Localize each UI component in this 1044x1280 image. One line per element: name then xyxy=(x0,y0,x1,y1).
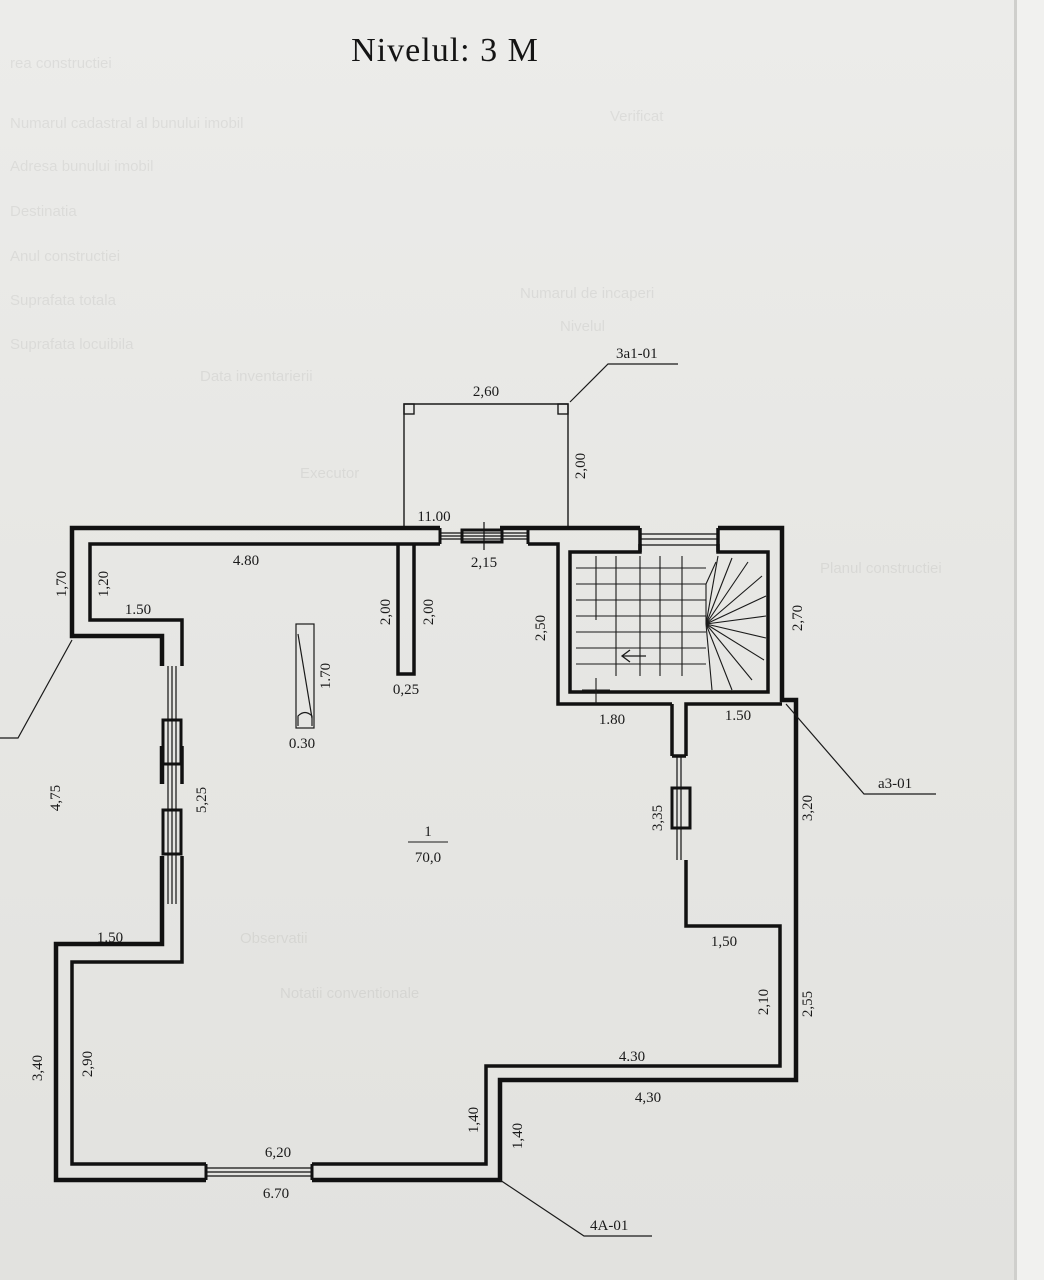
ghost-text: Suprafata totala xyxy=(10,292,116,309)
interior-partition xyxy=(396,544,416,676)
dim-notch-outer-width: 4,30 xyxy=(635,1090,661,1106)
leader-top-label: 3a1-01 xyxy=(616,346,658,362)
dim-left-outer-mid: 4,75 xyxy=(48,785,64,811)
balcony-door xyxy=(438,522,530,550)
dim-left-top-outer: 1,70 xyxy=(54,571,70,597)
dim-right-step-upper: 1.50 xyxy=(725,708,751,724)
dim-balcony-depth: 2,00 xyxy=(573,453,589,479)
dim-door-top: 2,15 xyxy=(471,555,497,571)
right-window xyxy=(670,756,692,860)
ghost-text: Verificat xyxy=(610,108,664,125)
ghost-text: Observatii xyxy=(240,930,308,947)
dim-balcony-width: 2,60 xyxy=(473,384,499,400)
dim-stair-bottom: 1.80 xyxy=(599,712,625,728)
dim-right-step-lower: 1,50 xyxy=(711,934,737,950)
dim-fixture-len: 1.70 xyxy=(318,663,334,689)
ghost-text: Executor xyxy=(300,465,360,482)
staircase xyxy=(576,555,767,704)
dim-fixture-width: 0.30 xyxy=(289,736,315,752)
dim-partition-thick: 0,25 xyxy=(393,682,419,698)
ghost-text: Numarul de incaperi xyxy=(520,285,655,302)
dim-right-outer-lower: 2,55 xyxy=(800,991,816,1017)
dim-left-top-inner: 1,20 xyxy=(96,571,112,597)
dim-stair-left: 2,50 xyxy=(533,615,549,641)
ghost-text: Anul constructiei xyxy=(10,248,121,265)
dim-wall-top-total: 11.00 xyxy=(417,509,450,525)
fixture xyxy=(295,623,315,729)
dim-left-step-bottom: 1.50 xyxy=(97,930,123,946)
dim-bottom-outer: 6.70 xyxy=(263,1186,289,1202)
sheet-background-surface xyxy=(1017,0,1044,1280)
balcony-outline xyxy=(403,403,569,528)
sheet-edge xyxy=(1014,0,1017,1280)
dim-top-left-segment: 4.80 xyxy=(233,553,259,569)
room-label: 1 70,0 xyxy=(408,824,448,866)
leader-bottom-label: 4A-01 xyxy=(590,1218,628,1234)
dim-stair-right: 2,70 xyxy=(790,605,806,631)
ghost-text: Nivelul xyxy=(560,318,606,335)
outer-walls xyxy=(53,525,799,1183)
room-area: 70,0 xyxy=(415,850,441,866)
dim-right-inner-lower: 2,10 xyxy=(756,989,772,1015)
dim-partition-inner: 2,00 xyxy=(421,599,437,625)
ghost-text: Numarul cadastral al bunului imobil xyxy=(10,115,244,132)
dim-left-outer-bottom: 3,40 xyxy=(30,1055,46,1081)
ghost-text: Suprafata locuibila xyxy=(10,336,134,353)
dim-left-inner-bottom: 2,90 xyxy=(80,1051,96,1077)
dim-right-outer-upper: 3,20 xyxy=(800,795,816,821)
bottom-window xyxy=(204,1164,314,1180)
dim-notch-inner-width: 4.30 xyxy=(619,1049,645,1065)
ghost-text: Planul constructiei xyxy=(820,560,942,577)
ghost-text: rea constructiei xyxy=(10,55,112,72)
page-title: Nivelul: 3 M xyxy=(351,32,539,69)
ghost-text: Destinatia xyxy=(10,203,77,220)
dim-bottom-inner: 6,20 xyxy=(265,1145,291,1161)
left-windows xyxy=(161,666,183,904)
ghost-text: Notatii conventionale xyxy=(280,985,420,1002)
dim-partition-outer: 2,00 xyxy=(378,599,394,625)
dim-notch-inner-height: 1,40 xyxy=(466,1107,482,1133)
leader-right-label: a3-01 xyxy=(878,776,912,792)
ghost-text: Adresa bunului imobil xyxy=(10,158,154,175)
stair-opening xyxy=(640,533,718,546)
dim-notch-outer-height: 1,40 xyxy=(510,1123,526,1149)
dim-left-step-top: 1.50 xyxy=(125,602,151,618)
ghost-text: Data inventarierii xyxy=(200,368,313,385)
leader-lines xyxy=(0,363,936,1237)
room-number: 1 xyxy=(424,824,432,840)
dim-left-inner-mid: 5,25 xyxy=(194,787,210,813)
inner-walls xyxy=(70,528,782,1166)
dim-right-inner-mid: 3,35 xyxy=(650,805,666,831)
